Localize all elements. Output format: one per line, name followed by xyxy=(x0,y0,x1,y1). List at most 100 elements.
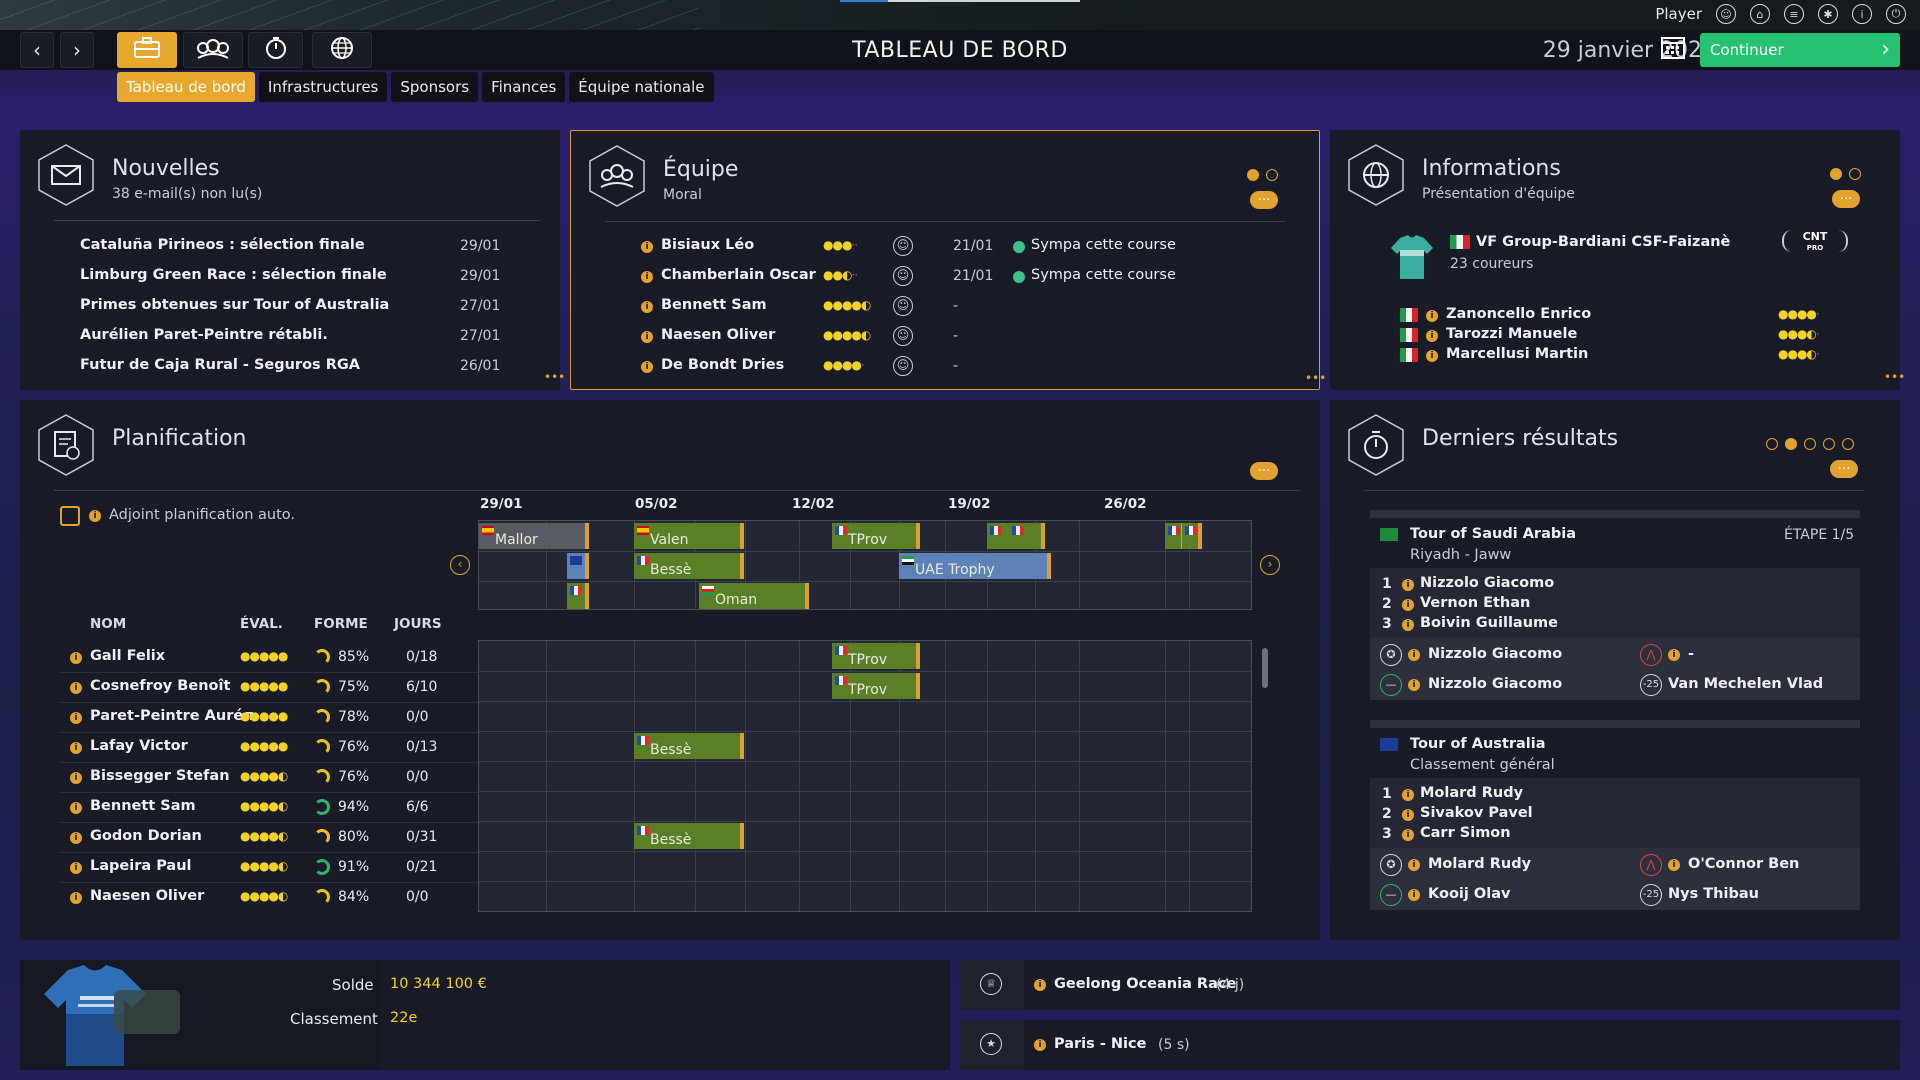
mountain-rider[interactable]: O'Connor Ben xyxy=(1688,856,1800,872)
gear-icon[interactable]: ✱ xyxy=(1818,4,1838,24)
nav-race-button[interactable] xyxy=(248,32,303,68)
event-bar[interactable]: UAE Trophy xyxy=(899,553,1051,579)
event-bar[interactable]: Bessè xyxy=(634,553,744,579)
planning-rider-name[interactable]: Lapeira Paul xyxy=(90,858,192,874)
event-bar[interactable]: TProv xyxy=(832,523,920,549)
info-rider-name[interactable]: Marcellusi Martin xyxy=(1446,346,1589,362)
young-rider[interactable]: Van Mechelen Vlad xyxy=(1668,676,1824,692)
info-rider-name[interactable]: Tarozzi Manuele xyxy=(1446,326,1578,342)
rider-event-bar[interactable]: Bessè xyxy=(634,733,744,759)
continue-button[interactable]: Continuer› xyxy=(1700,33,1900,67)
event-bar[interactable]: Oman xyxy=(699,583,809,609)
race-name[interactable]: Tour of Australia xyxy=(1410,736,1546,752)
tab-finances[interactable]: Finances xyxy=(482,72,566,102)
page-dots[interactable] xyxy=(1766,438,1854,450)
tab-dashboard[interactable]: Tableau de bord xyxy=(117,72,255,102)
mountain-rider[interactable]: - xyxy=(1688,646,1695,662)
profile-icon[interactable]: ☺ xyxy=(1716,4,1736,24)
podium-rider[interactable]: Vernon Ethan xyxy=(1420,595,1531,611)
more-button[interactable]: … xyxy=(1250,190,1278,209)
nav-world-button[interactable] xyxy=(312,32,372,68)
event-label: Valen xyxy=(650,532,689,548)
nav-team-button[interactable] xyxy=(183,32,243,68)
more-button[interactable]: … xyxy=(1832,189,1860,208)
team-rider-name[interactable]: De Bondt Dries xyxy=(661,357,785,373)
auto-planning-checkbox[interactable] xyxy=(60,506,80,526)
team-name[interactable]: VF Group-Bardiani CSF-Faizanè xyxy=(1476,234,1731,250)
news-item[interactable]: Primes obtenues sur Tour of Australia xyxy=(80,297,390,313)
col-form[interactable]: FORME xyxy=(314,616,368,632)
planning-rider-name[interactable]: Lafay Victor xyxy=(90,738,188,754)
planning-rider-name[interactable]: Bennett Sam xyxy=(90,798,196,814)
podium-rider[interactable]: Nizzolo Giacomo xyxy=(1420,575,1555,591)
tab-sponsors[interactable]: Sponsors xyxy=(391,72,479,102)
young-rider[interactable]: Nys Thibau xyxy=(1668,886,1759,902)
nav-management-button[interactable] xyxy=(117,32,177,68)
leader-rider[interactable]: Molard Rudy xyxy=(1428,856,1532,872)
event-bar[interactable] xyxy=(1182,523,1202,549)
col-days[interactable]: JOURS xyxy=(394,616,442,632)
power-icon[interactable]: ⏻ xyxy=(1886,4,1906,24)
scrollbar[interactable] xyxy=(1262,640,1268,910)
more-button[interactable]: … xyxy=(1830,459,1858,478)
page-dots[interactable] xyxy=(1247,169,1278,181)
event-bar[interactable] xyxy=(567,553,589,579)
forward-button[interactable]: › xyxy=(60,32,94,68)
news-item[interactable]: Limburg Green Race : sélection finale xyxy=(80,267,387,283)
leader-rider[interactable]: Nizzolo Giacomo xyxy=(1428,646,1563,662)
upcoming-race-1[interactable]: ♕ i Geelong Oceania Race (4 j) xyxy=(960,960,1900,1010)
planning-rider-name[interactable]: Paret-Peintre Auréл.. xyxy=(90,708,265,724)
rider-event-bar[interactable]: Bessè xyxy=(634,823,744,849)
upcoming-race-2[interactable]: ★ i Paris - Nice (5 s) xyxy=(960,1020,1900,1070)
list-icon[interactable]: ≡ xyxy=(1784,4,1804,24)
tab-national-team[interactable]: Équipe nationale xyxy=(569,72,714,102)
col-eval[interactable]: ÉVAL. xyxy=(240,616,283,632)
news-panel[interactable]: Nouvelles 38 e-mail(s) non lu(s) Cataluñ… xyxy=(20,130,565,390)
tab-infrastructures[interactable]: Infrastructures xyxy=(258,72,388,102)
rider-event-bar[interactable]: TProv xyxy=(832,643,920,669)
col-name[interactable]: NOM xyxy=(90,616,127,632)
info-icon[interactable]: i xyxy=(1852,4,1872,24)
planning-rider-name[interactable]: Godon Dorian xyxy=(90,828,202,844)
rider-event-bar[interactable]: TProv xyxy=(832,673,920,699)
event-bar[interactable]: Valen xyxy=(634,523,744,549)
page-dots[interactable] xyxy=(1830,168,1861,180)
podium-rider[interactable]: Molard Rudy xyxy=(1420,785,1524,801)
team-rider-name[interactable]: Naesen Oliver xyxy=(661,327,776,343)
event-bar[interactable]: Mallor xyxy=(479,523,589,549)
scrollbar-thumb[interactable] xyxy=(1262,648,1268,688)
team-rider-name[interactable]: Bennett Sam xyxy=(661,297,767,313)
home-icon[interactable]: ⌂ xyxy=(1750,4,1770,24)
planning-rider-name[interactable]: Cosnefroy Benoît xyxy=(90,678,231,694)
podium-rider[interactable]: Boivin Guillaume xyxy=(1420,615,1558,631)
event-bar[interactable] xyxy=(567,583,589,609)
info-rider-name[interactable]: Zanoncello Enrico xyxy=(1446,306,1592,322)
news-item[interactable]: Futur de Caja Rural - Seguros RGA xyxy=(80,357,361,373)
team-rider-name[interactable]: Chamberlain Oscar xyxy=(661,267,816,283)
planning-rider-name[interactable]: Gall Felix xyxy=(90,648,166,664)
more-dots-icon[interactable]: ••• xyxy=(1884,370,1906,384)
points-rider[interactable]: Nizzolo Giacomo xyxy=(1428,676,1563,692)
more-button[interactable]: … xyxy=(1250,461,1278,480)
news-item[interactable]: Aurélien Paret-Peintre rétabli. xyxy=(80,327,328,343)
prev-weeks-button[interactable]: ‹ xyxy=(450,555,470,575)
calendar-button[interactable] xyxy=(1658,34,1688,64)
back-button[interactable]: ‹ xyxy=(20,32,54,68)
next-weeks-button[interactable]: › xyxy=(1260,555,1280,575)
more-dots-icon[interactable]: ••• xyxy=(1305,371,1327,385)
more-dots-icon[interactable]: ••• xyxy=(544,370,566,384)
team-rider-name[interactable]: Bisiaux Léo xyxy=(661,237,755,253)
planning-rider-name[interactable]: Bissegger Stefan xyxy=(90,768,230,784)
news-item[interactable]: Cataluña Pirineos : sélection finale xyxy=(80,237,365,253)
points-rider[interactable]: Kooij Olav xyxy=(1428,886,1511,902)
race-name[interactable]: Tour of Saudi Arabia xyxy=(1410,526,1577,542)
event-bar[interactable] xyxy=(1009,523,1045,549)
planning-rider-name[interactable]: Naesen Oliver xyxy=(90,888,205,904)
info-badge-icon: i xyxy=(1668,859,1680,871)
info-panel[interactable]: Informations Présentation d'équipe … VF … xyxy=(1330,130,1905,390)
podium-rider[interactable]: Carr Simon xyxy=(1420,825,1511,841)
podium-rider[interactable]: Sivakov Pavel xyxy=(1420,805,1533,821)
